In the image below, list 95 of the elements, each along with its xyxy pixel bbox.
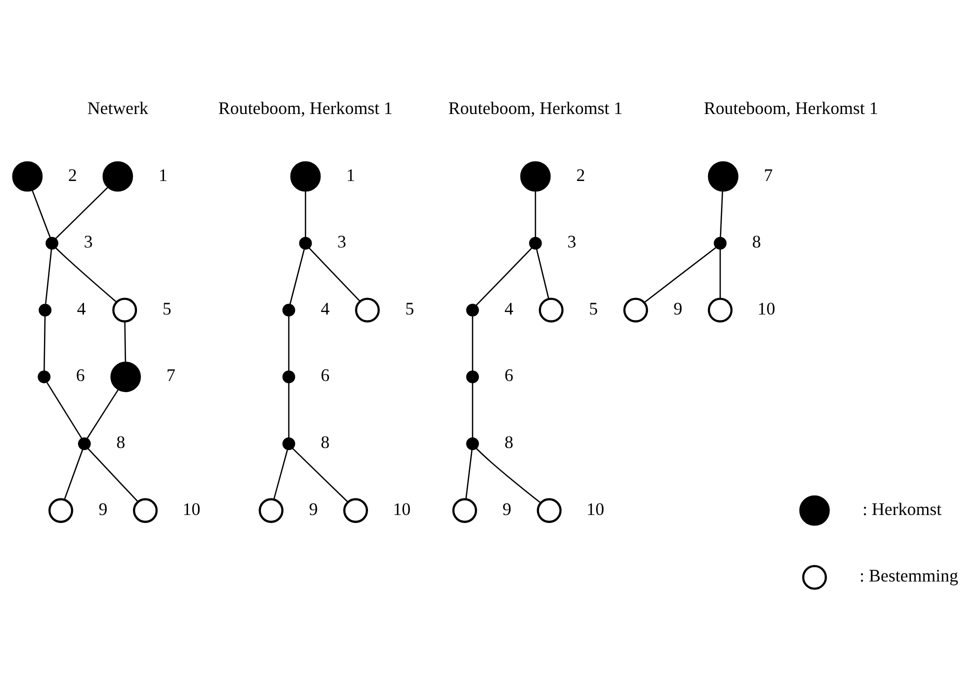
connector xyxy=(534,191,536,237)
node-label: 8 xyxy=(752,231,761,252)
node-circle xyxy=(110,361,141,392)
node-dot xyxy=(78,436,91,450)
connector xyxy=(55,186,108,238)
node-label: 6 xyxy=(504,364,514,385)
node-label: 9 xyxy=(308,498,318,518)
node-label: 8 xyxy=(116,432,126,452)
node-label: 5 xyxy=(405,298,414,318)
connector xyxy=(32,190,51,238)
label: Netwerk xyxy=(87,97,148,118)
node-circle xyxy=(12,160,43,192)
node-label: 3 xyxy=(84,231,93,252)
node-label: 9 xyxy=(502,498,512,518)
connector xyxy=(288,316,290,370)
connector xyxy=(273,449,288,499)
label: Routeboom, Herkomst 1 xyxy=(218,97,393,118)
node-label: 5 xyxy=(162,298,172,318)
node-label: 3 xyxy=(567,231,576,252)
connector xyxy=(465,449,473,499)
node-dot xyxy=(714,236,727,250)
node-ring xyxy=(343,498,368,522)
node-label: 8 xyxy=(504,432,514,452)
node-ring xyxy=(112,297,138,322)
node-label: 6 xyxy=(76,364,85,385)
node-dot xyxy=(529,236,542,250)
node-label: 1 xyxy=(158,164,168,184)
connector xyxy=(86,388,119,438)
node-label: 1 xyxy=(346,164,356,184)
connector xyxy=(304,191,306,237)
connector xyxy=(124,320,126,362)
connector xyxy=(644,246,716,302)
node-label: 3 xyxy=(337,231,346,252)
connector xyxy=(536,248,550,298)
node-circle xyxy=(708,160,738,192)
node-dot xyxy=(282,370,296,383)
node-dot xyxy=(46,236,58,250)
node-label: 10 xyxy=(758,298,776,318)
node-ring xyxy=(802,564,827,590)
node-label: 10 xyxy=(586,498,604,518)
node-label: 5 xyxy=(589,298,598,318)
node-ring xyxy=(452,498,478,522)
node-ring xyxy=(355,297,380,322)
connector xyxy=(476,247,532,306)
node-circle xyxy=(290,160,321,192)
node-label: 2 xyxy=(68,164,78,184)
node-dot xyxy=(466,303,479,316)
node-dot xyxy=(38,370,50,383)
node-circle xyxy=(102,160,134,192)
node-circle xyxy=(799,494,830,526)
node-label: 7 xyxy=(166,364,176,385)
connector xyxy=(64,448,84,500)
node-ring xyxy=(536,498,562,522)
node-label: 4 xyxy=(77,298,86,318)
connector xyxy=(288,382,290,437)
node-ring xyxy=(258,498,284,522)
node-dot xyxy=(38,303,52,316)
node-label: 10 xyxy=(392,498,411,518)
node-dot xyxy=(466,436,479,450)
node-label: 6 xyxy=(320,364,330,385)
node-label: 7 xyxy=(764,164,773,184)
node-dot xyxy=(466,370,479,383)
node-label: 4 xyxy=(504,298,514,318)
connector xyxy=(720,190,724,237)
node-ring xyxy=(48,498,74,522)
connector xyxy=(55,246,117,302)
label: Routeboom, Herkomst 1 xyxy=(448,97,623,118)
node-label: 2 xyxy=(576,164,586,184)
connector xyxy=(289,248,305,304)
node-label: 9 xyxy=(98,498,108,518)
node-dot xyxy=(299,236,312,250)
node-ring xyxy=(538,297,564,322)
node-dot xyxy=(282,303,296,316)
node-label: 10 xyxy=(182,498,200,518)
node-circle xyxy=(520,160,551,192)
legend-label: : Herkomst xyxy=(862,498,942,518)
connector xyxy=(720,248,721,298)
node-dot xyxy=(282,436,296,450)
legend-label: : Bestemming xyxy=(860,565,958,586)
connector xyxy=(472,316,474,370)
node-ring xyxy=(132,498,158,522)
node-label: 4 xyxy=(320,298,330,318)
connector xyxy=(476,447,542,503)
connector xyxy=(292,448,348,502)
connector xyxy=(46,382,82,438)
connector xyxy=(308,247,360,302)
connector xyxy=(88,448,138,502)
node-label: 9 xyxy=(674,298,682,318)
node-ring xyxy=(623,297,648,322)
node-ring xyxy=(708,297,733,322)
connector xyxy=(472,382,474,437)
node-label: 8 xyxy=(320,432,330,452)
connector xyxy=(45,248,52,304)
label: Routeboom, Herkomst 1 xyxy=(704,97,878,118)
connector xyxy=(44,316,46,370)
